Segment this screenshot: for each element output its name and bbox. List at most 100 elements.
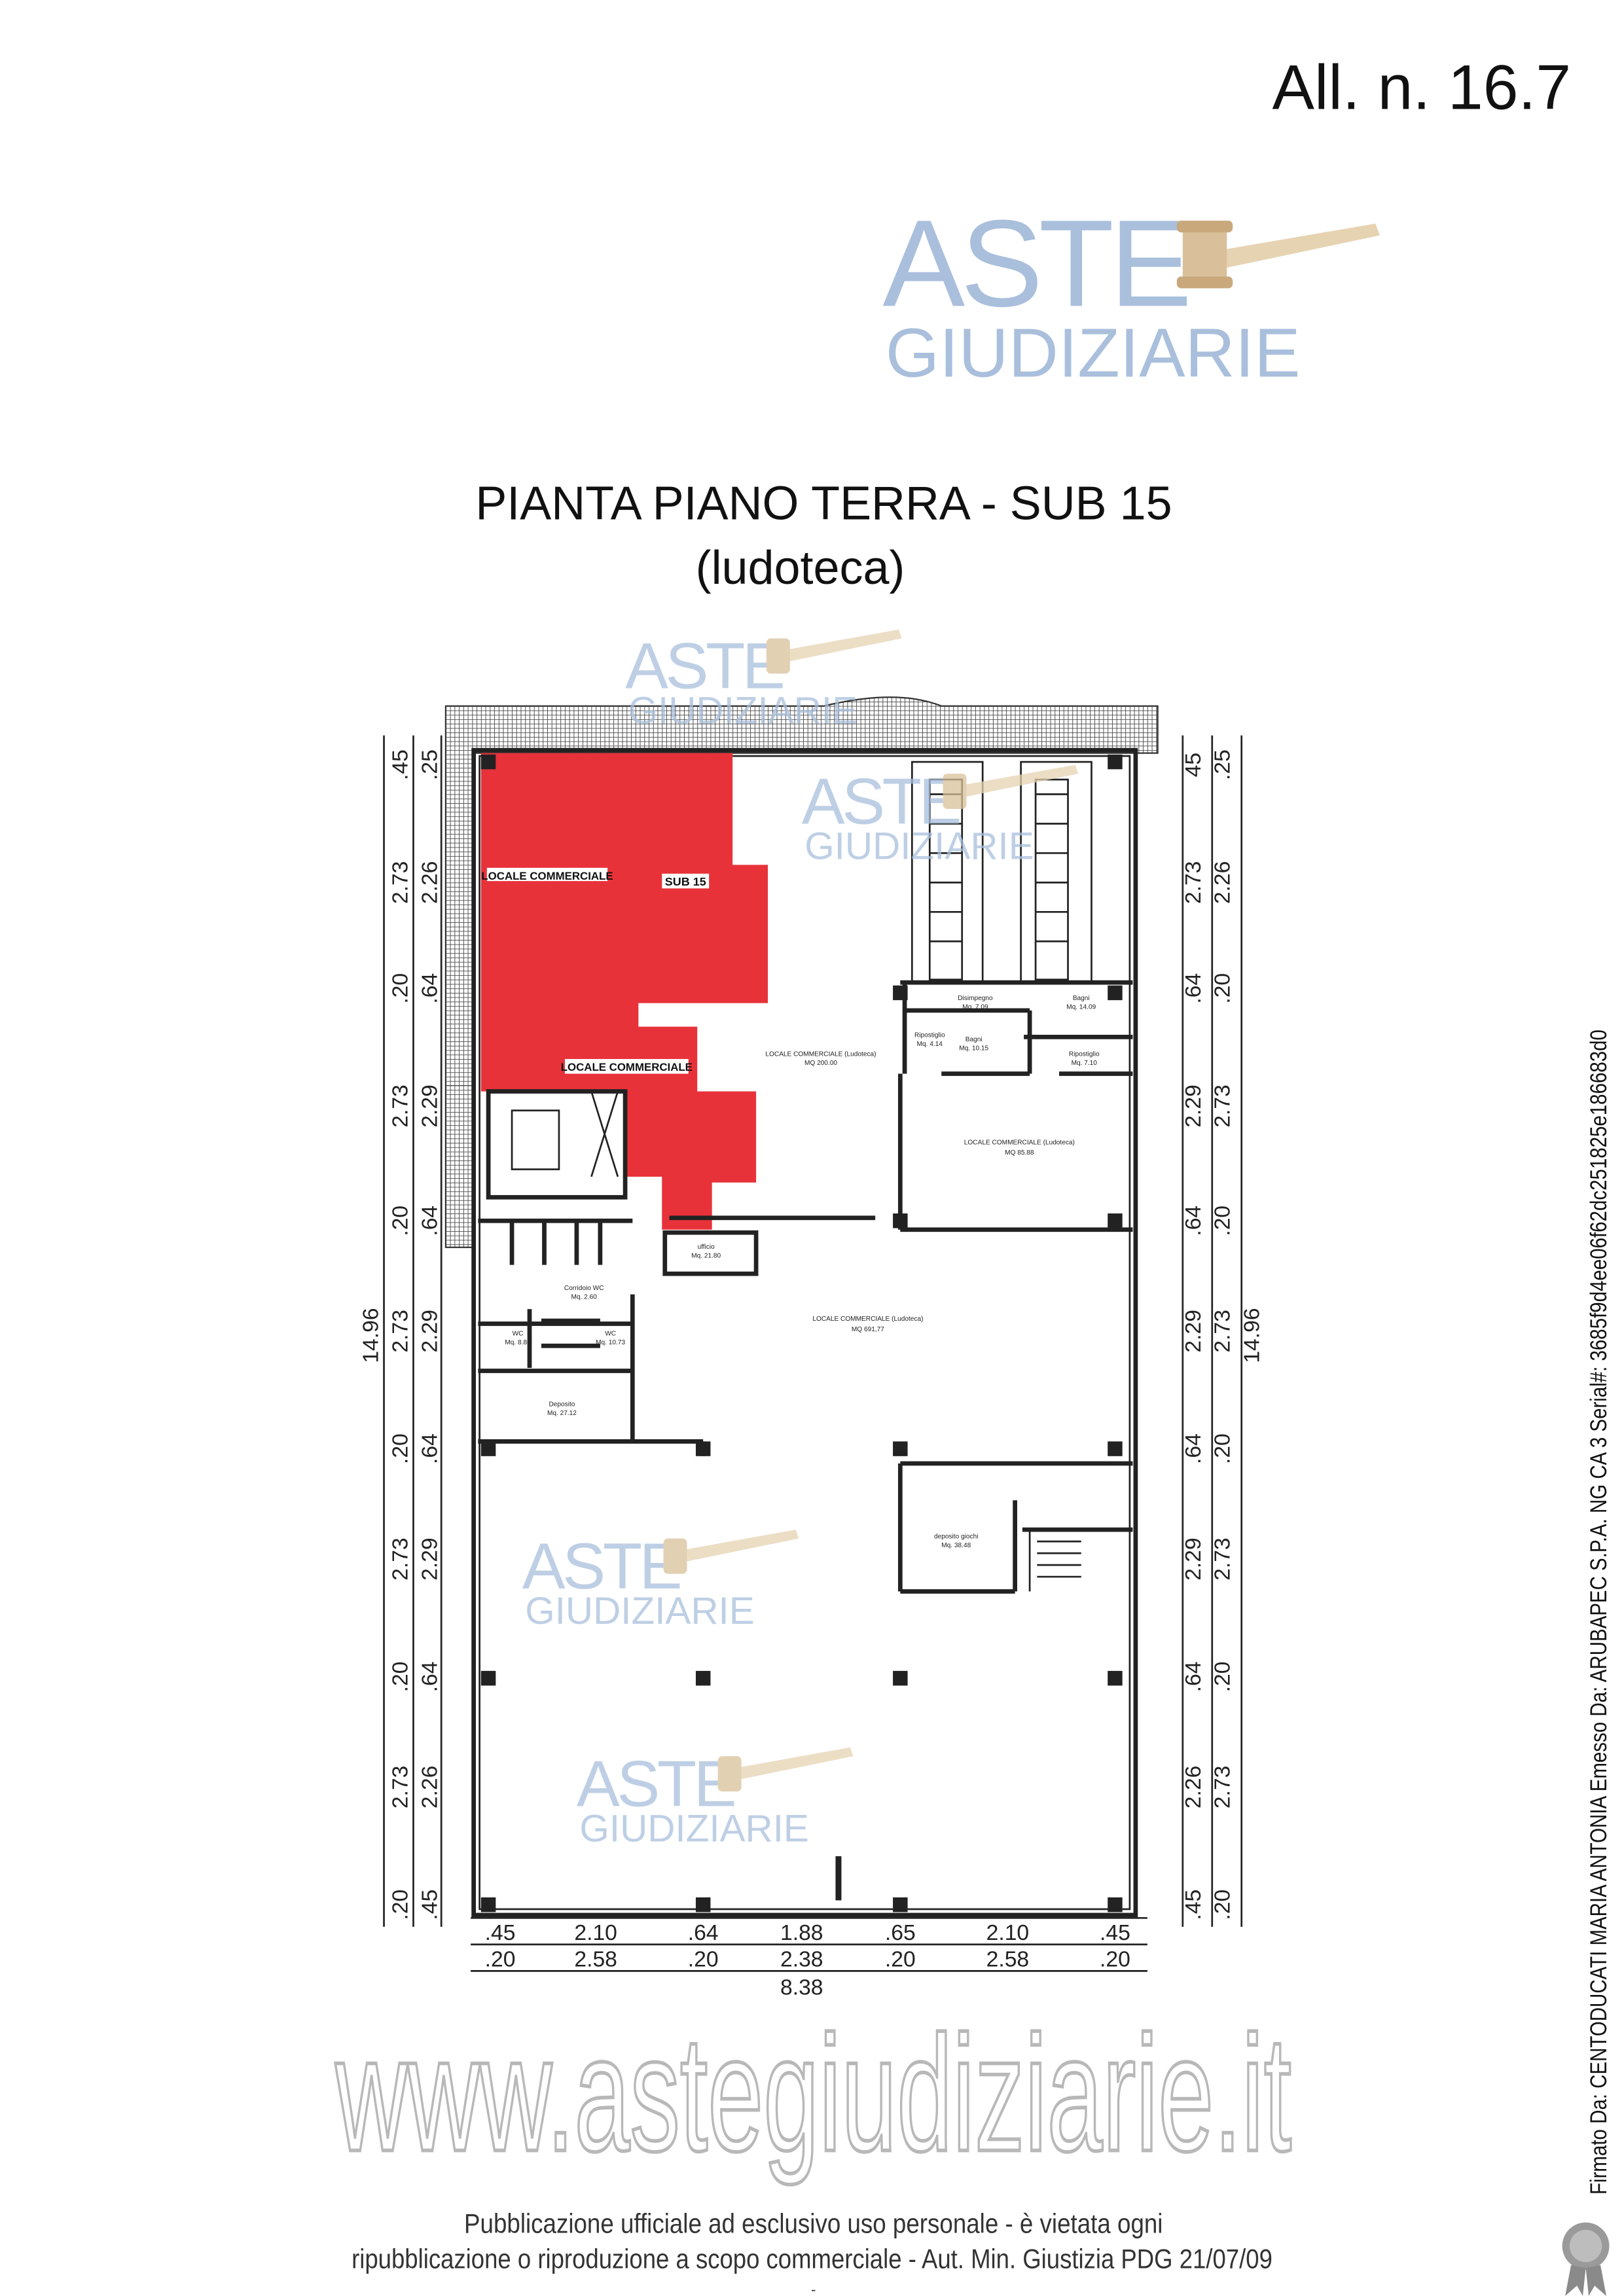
footer-line2: ripubblicazione o riproduzione a scopo c…: [352, 2243, 1272, 2274]
dimension-label: .64: [1181, 1206, 1206, 1236]
dimension-label: 2.73: [1210, 1085, 1235, 1128]
dimension-label: 2.73: [388, 1310, 412, 1353]
dimension-label: .20: [688, 1947, 719, 1972]
dimension-label: 2.73: [1210, 1537, 1235, 1581]
dimension-label: .20: [388, 1890, 412, 1920]
dimension-label: 2.29: [1181, 1537, 1206, 1581]
dimension-label: .64: [1181, 1433, 1206, 1464]
dimension-label: .20: [388, 973, 412, 1004]
svg-text:Mq. 10.73: Mq. 10.73: [596, 1339, 625, 1346]
dimension-label: 2.26: [1181, 1766, 1206, 1809]
dimension-label: 2.73: [1181, 861, 1206, 905]
dimension-label: .20: [1210, 1206, 1235, 1236]
logo-line2: GIUDIZIARIE: [886, 314, 1301, 391]
dimension-label: .20: [1210, 1433, 1235, 1464]
seal-icon: [1562, 2222, 1610, 2296]
footer-line3: -: [811, 2282, 816, 2296]
dimension-label: 2.73: [388, 1766, 412, 1809]
dimension-label: 1.88: [780, 1920, 823, 1945]
highlight-label-2: LOCALE COMMERCIALE: [561, 1059, 693, 1074]
svg-text:Mq. 7.10: Mq. 7.10: [1072, 1060, 1098, 1067]
dimension-label: .64: [1181, 1661, 1206, 1692]
dimension-label: 2.29: [1181, 1310, 1206, 1353]
svg-text:Bagni: Bagni: [965, 1036, 983, 1043]
svg-text:WC: WC: [605, 1331, 616, 1338]
svg-text:LOCALE COMMERCIALE (Ludoteca): LOCALE COMMERCIALE (Ludoteca): [765, 1051, 876, 1058]
svg-text:MQ 691,77: MQ 691,77: [852, 1326, 884, 1333]
svg-text:Deposito: Deposito: [549, 1401, 575, 1408]
highlight-label-sub15: SUB 15: [662, 873, 710, 889]
dimension-label: .20: [388, 1661, 412, 1692]
svg-text:LOCALE COMMERCIALE: LOCALE COMMERCIALE: [481, 870, 613, 882]
attachment-label: All. n. 16.7: [1272, 52, 1572, 122]
dimension-label: .20: [1210, 973, 1235, 1004]
dimension-label: .45: [1100, 1920, 1130, 1945]
dimension-label: .45: [417, 1890, 442, 1920]
dimension-label: 2.26: [417, 1766, 442, 1809]
svg-text:Corridoio WC: Corridoio WC: [564, 1285, 604, 1292]
dimension-label: 2.73: [1210, 1766, 1235, 1809]
dimension-label: .64: [1181, 973, 1206, 1004]
dimension-label: .64: [417, 1433, 442, 1464]
svg-text:Mq. 2.60: Mq. 2.60: [571, 1293, 597, 1300]
structural-columns: [480, 754, 1123, 1912]
dimension-label: 2.10: [986, 1920, 1030, 1945]
dimension-label: .64: [417, 973, 442, 1004]
gavel-icon: [1176, 221, 1380, 289]
svg-text:LOCALE COMMERCIALE (Ludoteca): LOCALE COMMERCIALE (Ludoteca): [964, 1139, 1075, 1146]
dimension-lines: 14.96 14.96 8.38: [359, 735, 1265, 2000]
dimension-label: .20: [1210, 1890, 1235, 1920]
dimension-label: .64: [688, 1920, 719, 1945]
svg-text:Ripostiglio: Ripostiglio: [1069, 1051, 1100, 1058]
digital-signature: Firmato Da: CENTODUCATI MARIA ANTONIA Em…: [1586, 1030, 1612, 2195]
highlight-label-1: LOCALE COMMERCIALE: [481, 867, 613, 882]
svg-text:Ripostiglio: Ripostiglio: [914, 1031, 945, 1039]
dimension-label: 2.29: [1181, 1085, 1206, 1128]
dimension-label: .45: [388, 749, 412, 780]
dimension-label: .45: [1181, 1890, 1206, 1920]
dimension-label: 2.29: [417, 1537, 442, 1581]
dimension-label: .45: [485, 1920, 516, 1945]
dimension-label: 2.10: [574, 1920, 617, 1945]
dimension-label: 2.58: [986, 1947, 1030, 1972]
dimension-label: .25: [417, 749, 442, 780]
dimension-label: .64: [417, 1661, 442, 1692]
svg-text:Mq. 4.14: Mq. 4.14: [917, 1041, 943, 1048]
footer-line1: Pubblicazione ufficiale ad esclusivo uso…: [464, 2208, 1163, 2238]
dimension-label: 2.29: [417, 1310, 442, 1353]
svg-text:deposito giochi: deposito giochi: [934, 1534, 978, 1541]
dimension-label: .65: [885, 1920, 916, 1945]
dimension-label: .20: [1210, 1661, 1235, 1692]
dimension-label: 2.26: [417, 861, 442, 905]
svg-text:MQ 200.00: MQ 200.00: [804, 1060, 837, 1067]
svg-text:WC: WC: [513, 1331, 524, 1338]
logo-line1: ASTE: [882, 194, 1187, 332]
svg-text:SUB 15: SUB 15: [665, 875, 706, 888]
svg-text:Mq. 7.09: Mq. 7.09: [962, 1004, 988, 1011]
aste-giudiziarie-logo: ASTE GIUDIZIARIE: [882, 194, 1380, 391]
dimension-label: .25: [1210, 749, 1235, 780]
svg-text:Mq. 14.09: Mq. 14.09: [1066, 1004, 1096, 1011]
dimension-label: 2.29: [417, 1085, 442, 1128]
svg-text:Bagni: Bagni: [1073, 995, 1090, 1002]
dimension-label: 2.73: [1210, 1310, 1235, 1353]
svg-text:Mq. 38.48: Mq. 38.48: [941, 1542, 971, 1549]
dimension-label: 2.58: [574, 1947, 617, 1972]
dimension-label: .20: [388, 1206, 412, 1236]
dimension-label: 2.26: [1210, 861, 1235, 905]
room-labels: LOCALE COMMERCIALE (Ludoteca) MQ 200.00 L…: [505, 995, 1100, 1549]
bottom-total-dimension: 8.38: [780, 1975, 823, 2000]
dimension-label: 2.73: [388, 1537, 412, 1581]
svg-text:Mq. 8.86: Mq. 8.86: [505, 1339, 531, 1346]
svg-text:Mq. 27.12: Mq. 27.12: [547, 1410, 577, 1417]
total-dimension-right: 14.96: [1240, 1308, 1265, 1363]
dimension-label: .20: [885, 1947, 916, 1972]
dimension-label: 45: [1181, 753, 1206, 777]
plan-title: PIANTA PIANO TERRA - SUB 15: [475, 477, 1172, 529]
svg-text:Mq. 10.15: Mq. 10.15: [959, 1045, 988, 1052]
plan-subtitle: (ludoteca): [696, 542, 905, 594]
